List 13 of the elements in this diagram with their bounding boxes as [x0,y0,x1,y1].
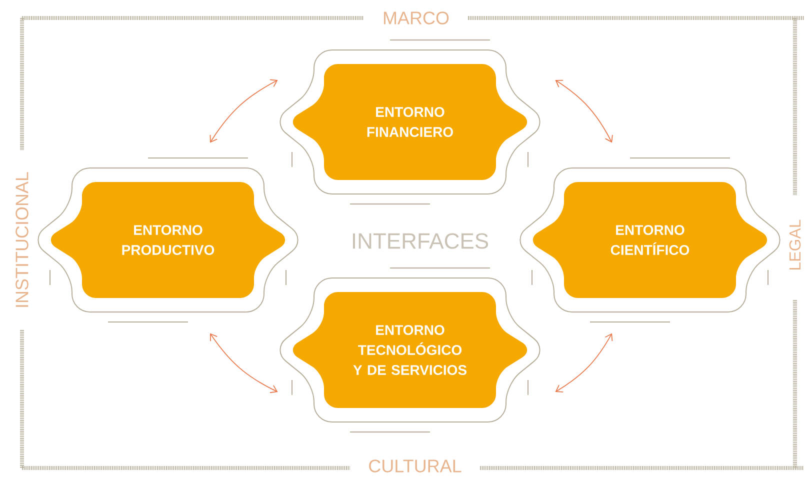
frame-label: MARCO [380,10,452,26]
frame-label: LEGAL [787,217,803,273]
frame-label: CULTURAL [366,458,464,474]
hexagon-box: ENTORNO PRODUCTIVO [38,158,298,322]
frame-label: INTERFACES [348,231,492,251]
hexagon-box: ENTORNO FINANCIERO [280,40,540,204]
frame-label: INSTITUCIONAL [14,170,30,310]
hexagon-box: ENTORNO TECNOLÓGICO Y DE SERVICIOS [280,268,540,432]
double-arrow [210,79,278,143]
double-arrow [555,333,613,392]
hexagon-box: ENTORNO CIENTÍFICO [520,158,780,322]
double-arrow [555,80,613,143]
double-arrow [210,333,278,394]
